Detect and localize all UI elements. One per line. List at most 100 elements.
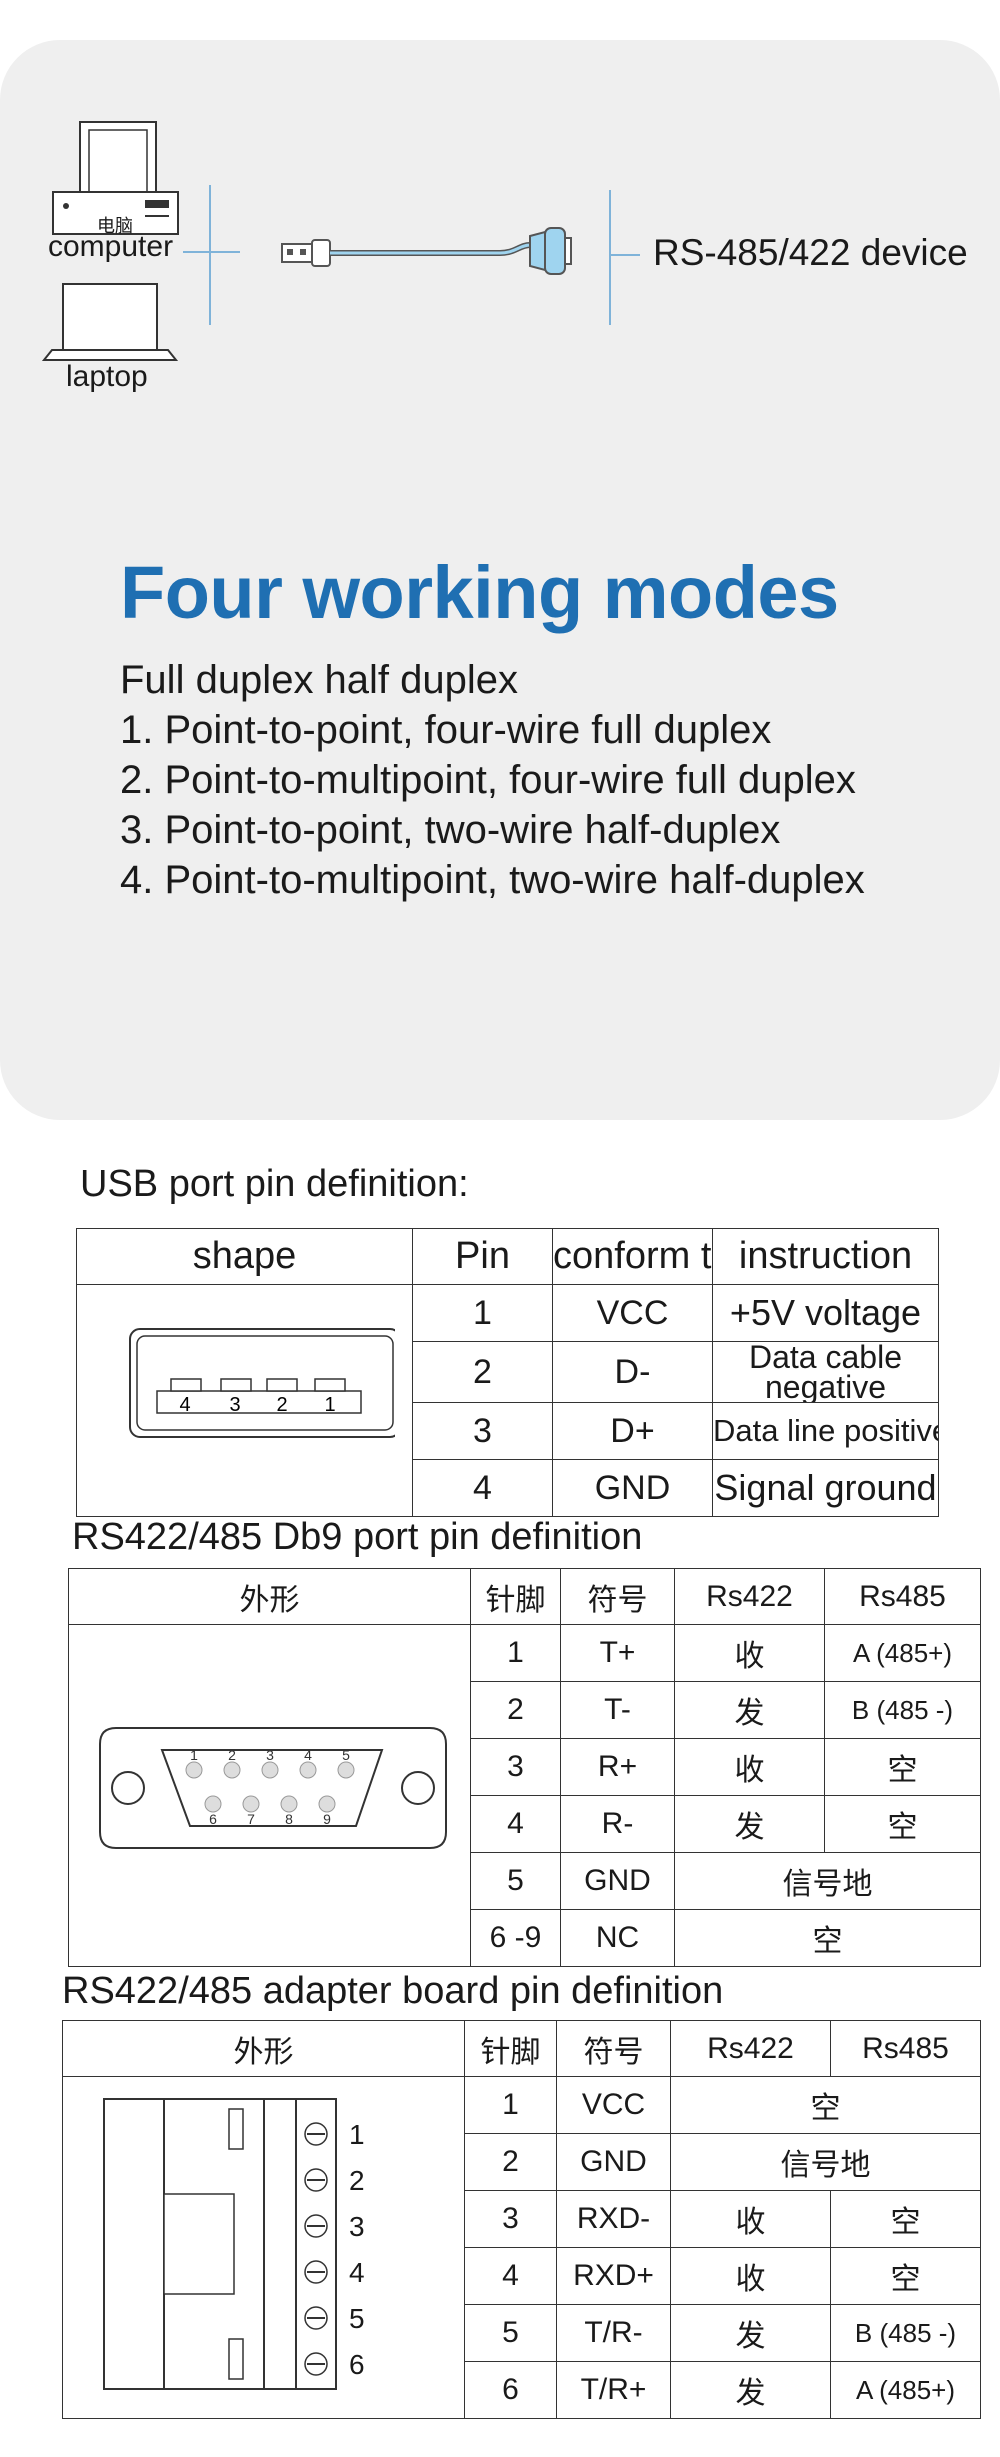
table-row: 4 3 2 1 1 VCC +5V voltage [76,1284,939,1517]
rs422-cell: 收 [674,1624,825,1682]
db9-pin-label: 7 [247,1811,255,1827]
table-row: 2 D- Data cable negative [77,1341,939,1403]
desktop-case-icon [52,191,179,235]
rs485-cell: 空 [824,1738,981,1796]
symbol-cell: GND [552,1459,713,1517]
symbol-cell: RXD+ [556,2247,671,2305]
header-cell: Rs485 [824,1568,981,1625]
table-row: 5 T/R- 发 B (485 -) [63,2304,981,2362]
pin-cell: 2 [464,2133,557,2191]
pin-cell: 1 [470,1624,561,1682]
db9-pin-label: 6 [209,1811,217,1827]
db9-pin-label: 8 [285,1811,293,1827]
left-bracket [183,185,240,325]
header-cell: Rs422 [670,2020,831,2077]
rs485-cell: 空 [830,2190,981,2248]
pin-cell: 1 [412,1284,553,1342]
modes-line: 3. Point-to-point, two-wire half-duplex [120,808,781,852]
rs485-cell: B (485 -) [824,1681,981,1739]
merged-cell: 空 [674,1909,981,1967]
instruction-cell: Data line positive [712,1402,939,1460]
header-cell: conform to [552,1228,713,1285]
pin-cell: 1 [464,2076,557,2134]
usb-shape-cell: 4 3 2 1 [76,1284,413,1517]
header-cell: Rs422 [674,1568,825,1625]
modes-line: 1. Point-to-point, four-wire full duplex [120,708,772,752]
table-row: 6 -9 NC 空 [69,1909,981,1967]
usb-plug-icon [281,239,331,267]
symbol-cell: VCC [556,2076,671,2134]
header-cell: 符号 [556,2020,671,2077]
rs422-cell: 发 [670,2304,831,2362]
symbol-cell: VCC [552,1284,713,1342]
table-row: 5 GND 信号地 [69,1852,981,1910]
table-row: 1 2 3 4 5 6 7 8 9 1 T+ 收 A (485+) [68,1624,981,1967]
modes-list: Full duplex half duplex 1. Point-to-poin… [120,655,865,905]
header-cell: shape [76,1228,413,1285]
pin-cell: 3 [464,2190,557,2248]
header-cell: 外形 [68,1568,471,1625]
cable [330,242,531,256]
connection-diagram-art [41,121,640,361]
symbol-cell: T+ [560,1624,675,1682]
usb-pin-table: shape Pin conform to instruction 4 3 2 1… [76,1228,939,1517]
symbol-cell: D- [552,1341,713,1403]
table-row: 4 R- 发 空 [69,1795,981,1853]
instruction-cell: Signal ground [712,1459,939,1517]
pin-cell: 4 [470,1795,561,1853]
table-row: 2 GND 信号地 [63,2133,981,2191]
merged-cell: 信号地 [670,2133,981,2191]
table-header-row: 外形 针脚 符号 Rs422 Rs485 [68,1568,981,1625]
header-cell: Rs485 [830,2020,981,2077]
pin-cell: 5 [470,1852,561,1910]
header-cell: instruction [712,1228,939,1285]
terminal-label: 4 [349,2257,365,2288]
computer-label: computer [48,230,174,263]
table-row: 3 RXD- 收 空 [63,2190,981,2248]
rs422-cell: 收 [670,2247,831,2305]
symbol-cell: T/R- [556,2304,671,2362]
usb-pin-label: 3 [229,1394,240,1416]
table-row: 1 2 3 4 5 6 1 VCC 空 [62,2076,981,2419]
rs422-cell: 收 [674,1738,825,1796]
db9-pin-label: 2 [228,1747,236,1763]
usb-pin-label: 4 [179,1394,190,1416]
symbol-cell: GND [560,1852,675,1910]
terminal-label: 1 [349,2119,365,2150]
rs422-cell: 收 [670,2190,831,2248]
pin-cell: 4 [464,2247,557,2305]
rs485-cell: A (485+) [824,1624,981,1682]
modes-line: 2. Point-to-multipoint, four-wire full d… [120,758,856,802]
instruction-cell: +5V voltage [712,1284,939,1342]
computer-badge: 电脑 [97,216,133,236]
laptop-icon [41,283,179,361]
adapter-board-icon: 1 2 3 4 5 6 [102,2097,365,2390]
terminal-label: 2 [349,2165,365,2196]
header-cell: Pin [412,1228,553,1285]
symbol-cell: T- [560,1681,675,1739]
usb-pin-label: 1 [324,1394,335,1416]
rs485-cell: 空 [830,2247,981,2305]
right-bracket [609,190,640,325]
connection-diagram: 电脑 computer laptop RS-485/422 device [0,40,1000,440]
rs422-cell: 发 [674,1681,825,1739]
pin-cell: 6 [464,2361,557,2419]
table-row: 3 D+ Data line positive [77,1402,939,1460]
instruction-cell: Data cable negative [712,1341,939,1403]
device-label: RS-485/422 device [653,232,968,273]
header-cell: 针脚 [470,1568,561,1625]
rs422-cell: 发 [670,2361,831,2419]
symbol-cell: NC [560,1909,675,1967]
header-cell: 外形 [62,2020,465,2077]
pin-cell: 5 [464,2304,557,2362]
laptop-label: laptop [66,360,148,393]
terminal-label: 3 [349,2211,365,2242]
symbol-cell: R+ [560,1738,675,1796]
table-header-row: shape Pin conform to instruction [76,1228,939,1285]
pin-cell: 3 [412,1402,553,1460]
db9-pin-table: 外形 针脚 符号 Rs422 Rs485 1 2 3 4 5 [68,1568,981,1967]
rs485-cell: 空 [824,1795,981,1853]
db9-adapter-icon [529,227,572,275]
table-header-row: 外形 针脚 符号 Rs422 Rs485 [62,2020,981,2077]
modes-line: Full duplex half duplex [120,658,519,702]
